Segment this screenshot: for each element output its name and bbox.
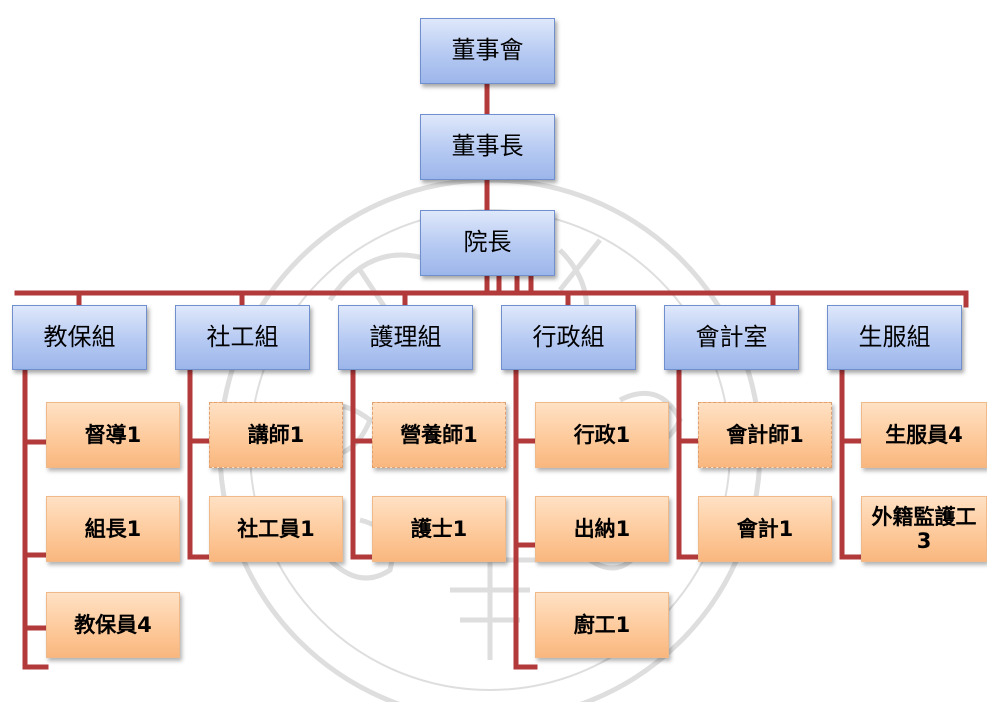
staff-label: 會計師1 [726, 422, 804, 447]
staff-label: 廚工1 [573, 612, 631, 637]
staff-box: 營養師1 [372, 402, 506, 468]
staff-box: 社工員1 [209, 496, 343, 562]
dept-box-education: 教保組 [12, 305, 147, 370]
staff-label: 行政1 [573, 422, 631, 447]
staff-label: 督導1 [84, 422, 142, 447]
staff-box: 護士1 [372, 496, 506, 562]
board-label: 董事會 [451, 36, 524, 65]
staff-label: 教保員4 [74, 612, 152, 637]
dept-label: 社工組 [206, 322, 279, 351]
chairman-box: 董事長 [420, 114, 555, 180]
dept-label: 生服組 [858, 322, 931, 351]
staff-box: 組長1 [46, 496, 180, 562]
dept-label: 行政組 [532, 322, 605, 351]
staff-box: 督導1 [46, 402, 180, 468]
dept-box-life-service: 生服組 [827, 305, 962, 370]
staff-label: 會計1 [736, 516, 794, 541]
staff-label: 護士1 [410, 516, 468, 541]
dept-box-accounting: 會計室 [664, 305, 799, 370]
dept-box-social-work: 社工組 [175, 305, 310, 370]
staff-label: 講師1 [247, 422, 305, 447]
staff-label: 出納1 [573, 516, 631, 541]
staff-box: 會計師1 [698, 402, 832, 468]
staff-label: 外籍監護工3 [871, 504, 977, 553]
director-label: 院長 [463, 228, 512, 257]
staff-box: 生服員4 [861, 402, 987, 468]
board-box: 董事會 [420, 18, 555, 84]
dept-label: 教保組 [43, 322, 116, 351]
staff-box: 會計1 [698, 496, 832, 562]
chairman-label: 董事長 [451, 132, 524, 161]
staff-box: 外籍監護工3 [861, 496, 987, 562]
staff-label: 組長1 [84, 516, 142, 541]
staff-box: 廚工1 [535, 592, 669, 658]
dept-box-nursing: 護理組 [338, 305, 473, 370]
dept-label: 會計室 [695, 322, 768, 351]
staff-box: 出納1 [535, 496, 669, 562]
director-box: 院長 [420, 210, 555, 276]
dept-label: 護理組 [369, 322, 442, 351]
staff-box: 行政1 [535, 402, 669, 468]
dept-box-administration: 行政組 [501, 305, 636, 370]
staff-label: 營養師1 [400, 422, 478, 447]
staff-label: 生服員4 [885, 422, 963, 447]
staff-box: 講師1 [209, 402, 343, 468]
staff-label: 社工員1 [237, 516, 315, 541]
staff-box: 教保員4 [46, 592, 180, 658]
